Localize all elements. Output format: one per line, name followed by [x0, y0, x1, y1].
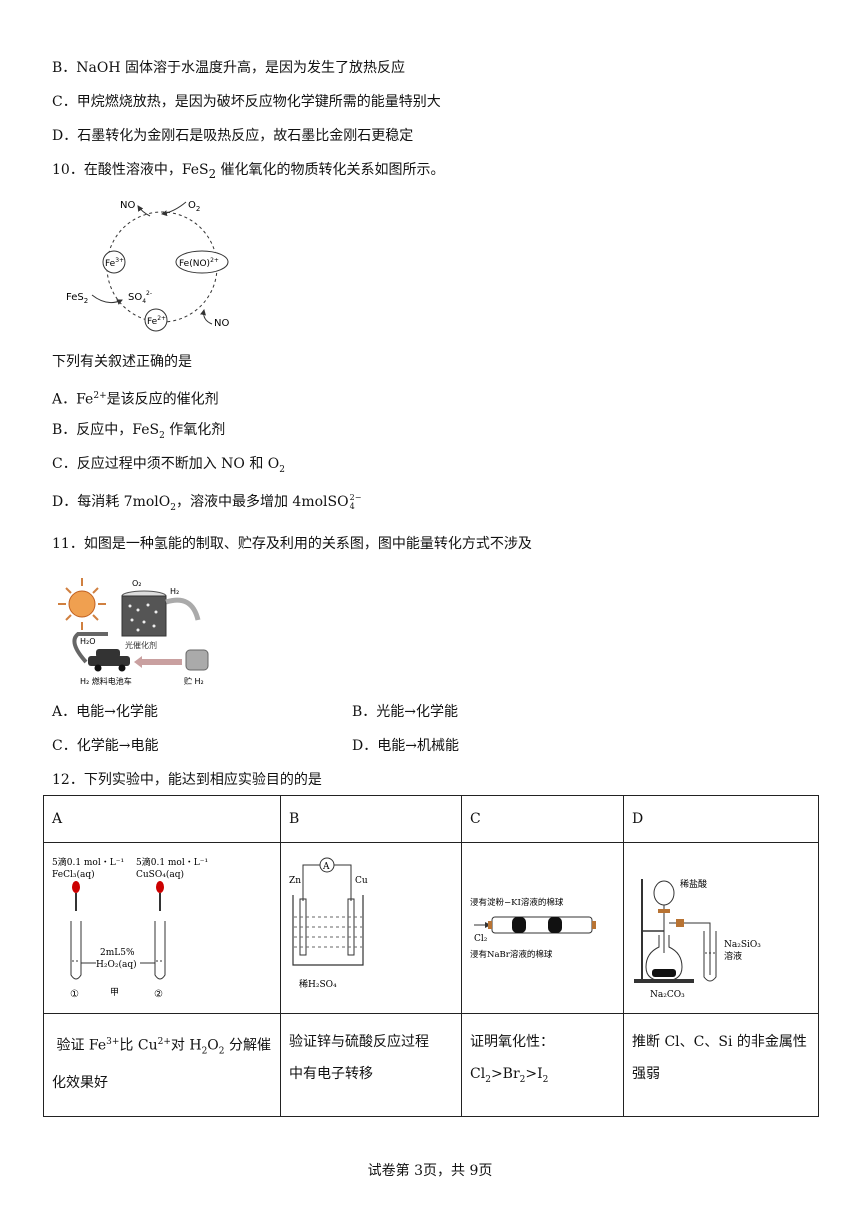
q9-option-c: C．甲烷燃烧放热，是因为破坏反应物化学键所需的能量特别大 [52, 94, 441, 110]
page-footer: 试卷第 3页，共 9页 [367, 1163, 493, 1179]
svg-text:5滴0.1 mol・L⁻¹: 5滴0.1 mol・L⁻¹ [136, 856, 208, 868]
q11-option-c: C．化学能→电能 [52, 738, 159, 754]
svg-text:贮 H₂: 贮 H₂ [184, 676, 204, 686]
header-c: C [461, 795, 624, 843]
car-icon [88, 649, 130, 672]
svg-text:H₂O: H₂O [80, 637, 96, 646]
svg-text:Na₂SiO₃: Na₂SiO₃ [724, 940, 761, 950]
q10-stem: 下列有关叙述正确的是 [52, 354, 192, 370]
svg-text:O₂: O₂ [132, 579, 142, 588]
purpose-b: 验证锌与硫酸反应过程 中有电子转移 [280, 1013, 462, 1117]
svg-text:H₂: H₂ [170, 587, 179, 596]
q12-title: 12．下列实验中，能达到相应实验目的的是 [52, 772, 322, 788]
q11-title: 11．如图是一种氢能的制取、贮存及利用的关系图，图中能量转化方式不涉及 [52, 536, 532, 552]
svg-text:①: ① [70, 989, 79, 1000]
figure-b: A Zn Cu 稀H₂SO₄ [280, 842, 462, 1014]
svg-text:稀盐酸: 稀盐酸 [680, 878, 707, 890]
fe-no-label: Fe(NO)2+ [179, 257, 219, 269]
svg-text:A: A [322, 862, 330, 872]
fe2-label: Fe2+ [147, 315, 166, 327]
svg-text:CuSO₄(aq): CuSO₄(aq) [136, 869, 184, 880]
sun-icon [58, 578, 106, 630]
svg-text:5滴0.1 mol・L⁻¹: 5滴0.1 mol・L⁻¹ [52, 856, 124, 868]
svg-text:Zn: Zn [289, 876, 301, 886]
header-b: B [280, 795, 462, 843]
fes2-label: FeS2 [66, 292, 88, 305]
svg-text:光催化剂: 光催化剂 [125, 640, 157, 650]
q9-option-d: D．石墨转化为金刚石是吸热反应，故石墨比金刚石更稳定 [52, 128, 414, 144]
q9-option-b: B．NaOH 固体溶于水温度升高，是因为发生了放热反应 [52, 60, 406, 76]
q10-option-a: A．Fe2+是该反应的催化剂 [52, 391, 219, 408]
q11-option-a: A．电能→化学能 [52, 704, 158, 720]
svg-text:H₂ 燃料电池车: H₂ 燃料电池车 [80, 676, 132, 686]
q10-cycle-diagram: Fe3+ Fe(NO)2+ Fe2+ NO O2 FeS2 SO42- NO [62, 192, 252, 334]
q10-title: 10．在酸性溶液中，FeS2 催化氧化的物质转化关系如图所示。 [52, 162, 445, 181]
header-a: A [43, 795, 281, 843]
svg-text:H₂O₂(aq): H₂O₂(aq) [96, 959, 137, 970]
svg-text:浸有NaBr溶液的棉球: 浸有NaBr溶液的棉球 [470, 949, 553, 960]
svg-text:②: ② [154, 989, 163, 1000]
q11-option-d: D．电能→机械能 [352, 738, 459, 754]
figure-c: 浸有淀粉−KI溶液的棉球 Cl₂ 浸有NaBr溶液的棉球 [461, 842, 624, 1014]
o2-label: O2 [188, 200, 200, 213]
purpose-c: 证明氧化性： Cl2>Br2>I2 [461, 1013, 624, 1117]
q11-option-b: B．光能→化学能 [352, 704, 459, 720]
purpose-a: 验证 Fe3+比 Cu2+对 H2O2 分解催 化效果好 [43, 1013, 281, 1117]
figure-a: 5滴0.1 mol・L⁻¹ FeCl₃(aq) 5滴0.1 mol・L⁻¹ Cu… [43, 842, 281, 1014]
q10-option-b: B．反应中，FeS2 作氧化剂 [52, 422, 226, 441]
svg-text:溶液: 溶液 [724, 950, 742, 962]
so4-label: SO42- [128, 290, 152, 305]
experiment-table: A B C D 5滴0.1 mol・L⁻¹ FeCl₃(aq) 5滴0.1 mo… [43, 795, 819, 1117]
fe3-label: Fe3+ [105, 257, 124, 269]
no-bottom-label: NO [214, 318, 229, 329]
q10-option-c: C．反应过程中须不断加入 NO 和 O2 [52, 456, 286, 475]
svg-text:甲: 甲 [110, 987, 119, 998]
no-top-label: NO [120, 200, 135, 211]
q11-hydrogen-diagram: O₂ 光催化剂 H₂ 贮 H₂ H₂ 燃料电池车 H₂O [58, 572, 220, 688]
figure-d: 稀盐酸 Na₂SiO₃ 溶液 Na₂CO₃ [623, 842, 819, 1014]
svg-text:稀H₂SO₄: 稀H₂SO₄ [299, 978, 337, 990]
dropper-right-icon [156, 881, 164, 911]
header-d: D [623, 795, 819, 843]
svg-text:Cl₂: Cl₂ [474, 934, 488, 944]
dropper-left-icon [72, 881, 80, 911]
svg-text:浸有淀粉−KI溶液的棉球: 浸有淀粉−KI溶液的棉球 [470, 897, 564, 908]
purpose-d: 推断 Cl、C、Si 的非金属性 强弱 [623, 1013, 819, 1117]
svg-text:Cu: Cu [355, 876, 368, 886]
svg-text:Na₂CO₃: Na₂CO₃ [650, 990, 685, 1000]
svg-text:2mL5%: 2mL5% [100, 948, 135, 958]
svg-text:FeCl₃(aq): FeCl₃(aq) [52, 869, 95, 880]
